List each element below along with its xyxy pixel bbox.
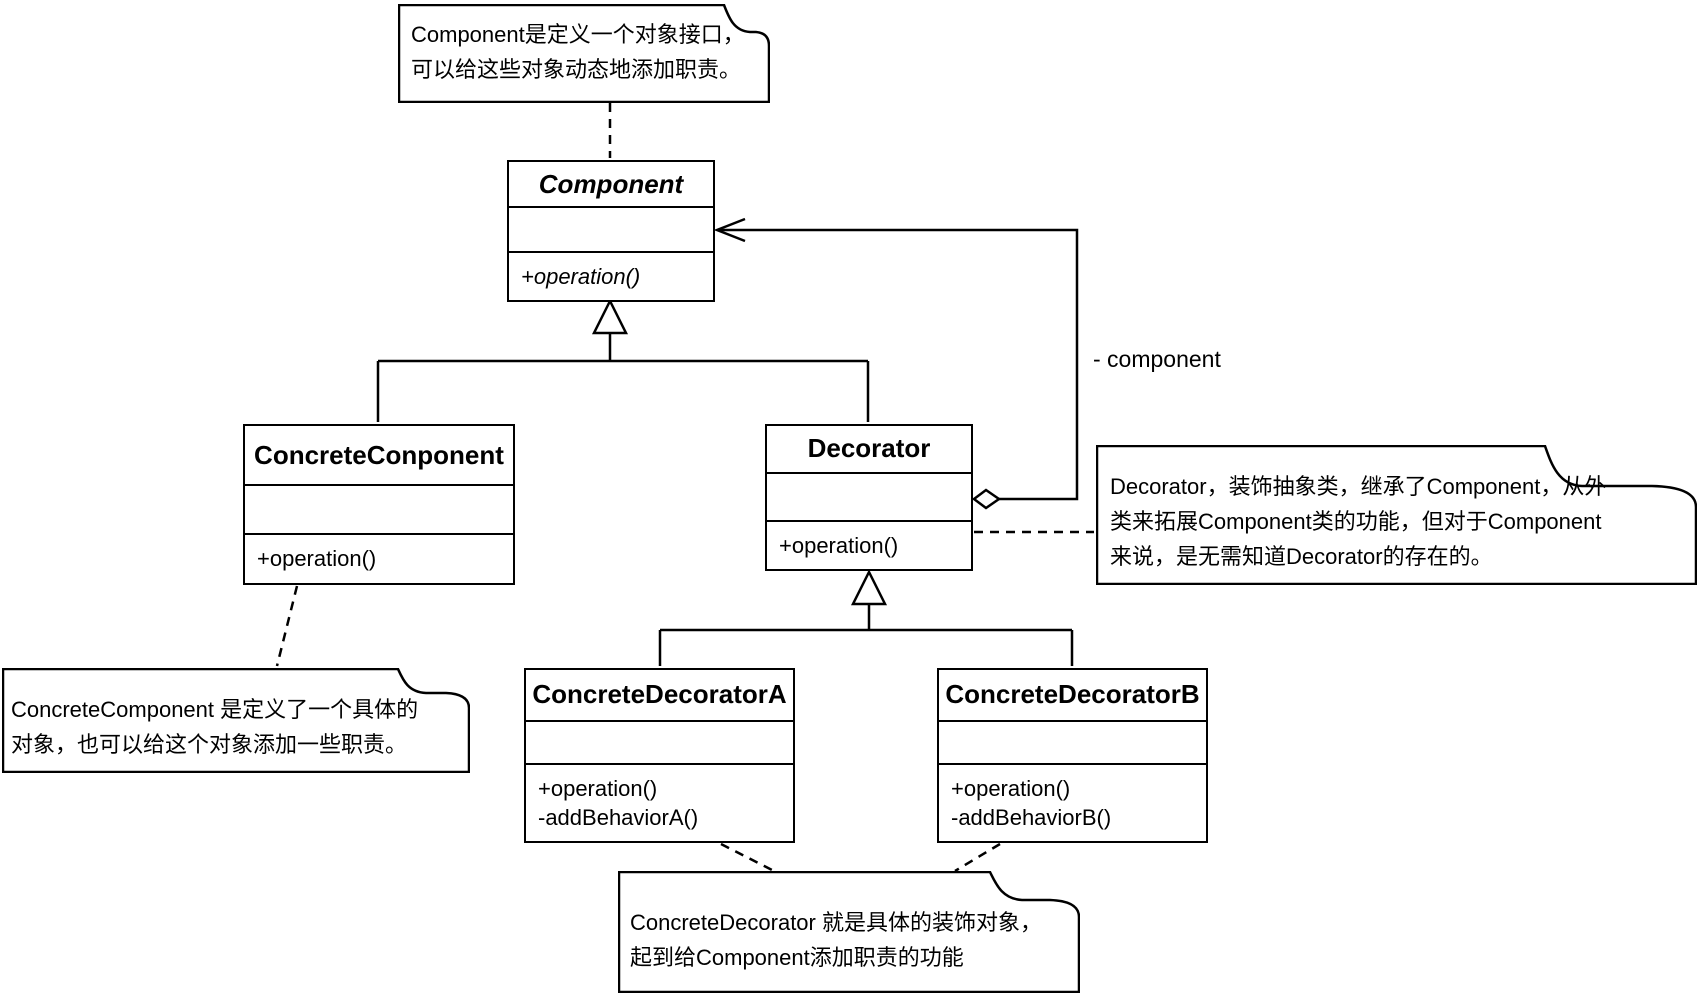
note-decorator-text: Decorator，装饰抽象类，继承了Component，从外 类来拓展Comp… bbox=[1096, 445, 1697, 585]
class-concrete-component-attributes bbox=[245, 486, 513, 535]
operation: +operation() bbox=[951, 776, 1071, 801]
class-component-attributes bbox=[509, 208, 713, 253]
class-component: Component +operation() bbox=[507, 160, 715, 302]
note-line: 对象，也可以给这个对象添加一些职责。 bbox=[11, 732, 408, 757]
class-concrete-decorator-a-operations: +operation() -addBehaviorA() bbox=[526, 765, 793, 841]
note-component: Component是定义一个对象接口， 可以给这些对象动态地添加职责。 bbox=[398, 4, 770, 103]
class-decorator: Decorator +operation() bbox=[765, 424, 973, 571]
class-concrete-decorator-b-operations: +operation() -addBehaviorB() bbox=[939, 765, 1206, 841]
class-concrete-decorator-b: ConcreteDecoratorB +operation() -addBeha… bbox=[937, 668, 1208, 843]
note-link-concrete-decorator-b bbox=[954, 842, 1001, 873]
note-line: 起到给Component添加职责的功能 bbox=[630, 945, 964, 970]
class-concrete-component-operations: +operation() bbox=[245, 535, 513, 583]
aggregation-arrowhead bbox=[713, 217, 746, 243]
class-component-name: Component bbox=[509, 162, 713, 209]
note-decorator: Decorator，装饰抽象类，继承了Component，从外 类来拓展Comp… bbox=[1096, 445, 1697, 585]
note-concrete-decorator: ConcreteDecorator 就是具体的装饰对象， 起到给Componen… bbox=[618, 871, 1080, 993]
aggregation-line bbox=[719, 228, 1079, 501]
inheritance-lines-component bbox=[376, 333, 870, 422]
note-shape bbox=[618, 871, 1080, 993]
note-concrete-component: ConcreteComponent 是定义了一个具体的 对象，也可以给这个对象添… bbox=[2, 668, 470, 773]
note-line: Decorator，装饰抽象类，继承了Component，从外 bbox=[1110, 474, 1607, 499]
class-concrete-component-name: ConcreteConponent bbox=[245, 426, 513, 486]
aggregation-role-label: - component bbox=[1093, 346, 1221, 372]
operation: -addBehaviorB() bbox=[951, 805, 1112, 830]
class-decorator-attributes bbox=[767, 474, 971, 522]
operation: +operation() bbox=[521, 264, 641, 289]
operation: +operation() bbox=[779, 533, 899, 558]
note-shape bbox=[2, 668, 470, 773]
class-decorator-name: Decorator bbox=[767, 426, 971, 474]
note-line: ConcreteDecorator 就是具体的装饰对象， bbox=[630, 910, 1042, 935]
note-line: ConcreteComponent 是定义了一个具体的 bbox=[11, 697, 419, 722]
class-concrete-decorator-a-name: ConcreteDecoratorA bbox=[526, 670, 793, 722]
note-shape bbox=[398, 4, 770, 103]
note-line: 类来拓展Component类的功能，但对于Component bbox=[1110, 509, 1602, 534]
note-line: Component是定义一个对象接口， bbox=[411, 22, 745, 47]
class-concrete-decorator-b-name: ConcreteDecoratorB bbox=[939, 670, 1206, 722]
operation: +operation() bbox=[257, 546, 377, 571]
class-concrete-decorator-a-attributes bbox=[526, 722, 793, 765]
inheritance-triangle-component bbox=[591, 298, 629, 335]
note-concrete-component-text: ConcreteComponent 是定义了一个具体的 对象，也可以给这个对象添… bbox=[2, 668, 470, 773]
note-line: 可以给这些对象动态地添加职责。 bbox=[411, 57, 742, 82]
class-concrete-component: ConcreteConponent +operation() bbox=[243, 424, 515, 585]
note-component-text: Component是定义一个对象接口， 可以给这些对象动态地添加职责。 bbox=[398, 4, 770, 103]
note-concrete-decorator-text: ConcreteDecorator 就是具体的装饰对象， 起到给Componen… bbox=[618, 871, 1080, 993]
note-line: 来说，是无需知道Decorator的存在的。 bbox=[1110, 544, 1493, 569]
aggregation-diamond bbox=[971, 488, 1002, 510]
inheritance-lines-decorator bbox=[658, 604, 1074, 666]
note-link-concrete-decorator-a bbox=[720, 842, 773, 872]
note-shape bbox=[1096, 445, 1697, 585]
operation: +operation() bbox=[538, 776, 658, 801]
class-decorator-operations: +operation() bbox=[767, 522, 971, 569]
note-link-concrete-component bbox=[275, 585, 299, 667]
class-component-operations: +operation() bbox=[509, 253, 713, 300]
inheritance-triangle-decorator bbox=[850, 569, 888, 606]
class-concrete-decorator-a: ConcreteDecoratorA +operation() -addBeha… bbox=[524, 668, 795, 843]
class-concrete-decorator-b-attributes bbox=[939, 722, 1206, 765]
operation: -addBehaviorA() bbox=[538, 805, 699, 830]
